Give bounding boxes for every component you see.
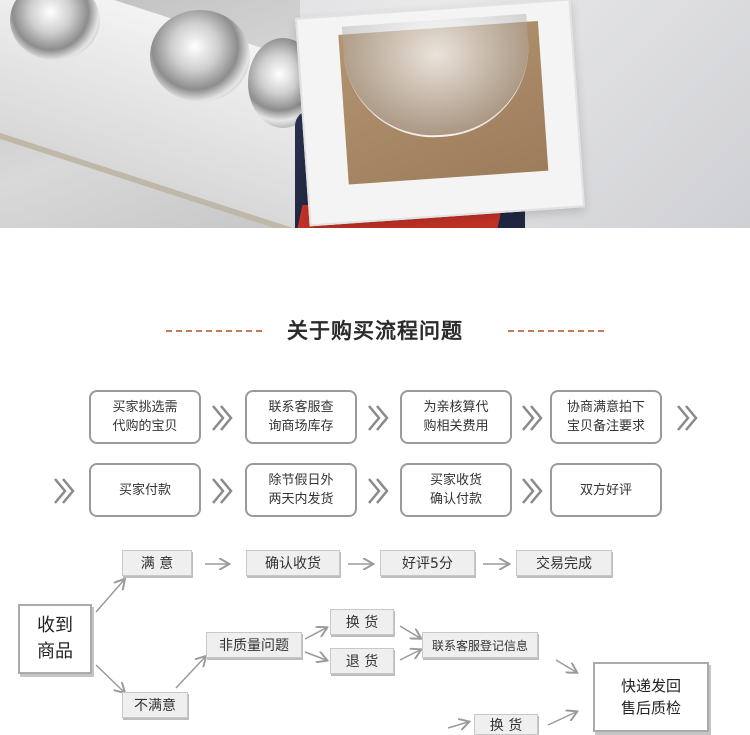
product-photo <box>0 0 750 228</box>
non-quality-issue-node: 非质量问题 <box>206 632 302 658</box>
trade-complete-node: 交易完成 <box>516 550 612 576</box>
confirm-receipt-node: 确认收货 <box>246 550 340 576</box>
exchange-node-2: 换 货 <box>474 714 538 735</box>
return-quality-check-box: 快递发回 售后质检 <box>593 662 709 732</box>
chevron-right-icon <box>675 403 699 433</box>
step-6: 除节假日外 两天内发货 <box>245 463 357 517</box>
chevron-right-icon <box>210 403 234 433</box>
five-star-review-node: 好评5分 <box>380 550 475 576</box>
chevron-right-icon <box>366 403 390 433</box>
contact-service-node: 联系客服登记信息 <box>422 632 538 658</box>
jar-lid-2 <box>150 10 250 102</box>
title-dash-right <box>508 330 604 332</box>
step-4: 协商满意拍下 宝贝备注要求 <box>550 390 662 444</box>
section-header: 关于购买流程问题 <box>0 315 750 345</box>
step-5: 买家付款 <box>89 463 201 517</box>
unsatisfied-node: 不满意 <box>122 692 188 718</box>
chevron-right-icon <box>520 476 544 506</box>
open-box <box>295 0 585 227</box>
step-2: 联系客服查 询商场库存 <box>245 390 357 444</box>
satisfied-node: 满 意 <box>122 550 192 576</box>
chevron-right-icon <box>52 476 76 506</box>
exchange-node: 换 货 <box>330 609 394 635</box>
chevron-right-icon <box>520 403 544 433</box>
step-1: 买家挑选需 代购的宝贝 <box>89 390 201 444</box>
title-dash-left <box>166 330 262 332</box>
step-3: 为亲核算代 购相关费用 <box>400 390 512 444</box>
step-7: 买家收货 确认付款 <box>400 463 512 517</box>
received-goods-box: 收到 商品 <box>18 604 92 674</box>
step-8: 双方好评 <box>550 463 662 517</box>
chevron-right-icon <box>366 476 390 506</box>
refund-node: 退 货 <box>330 648 394 674</box>
section-title: 关于购买流程问题 <box>287 319 463 343</box>
chevron-right-icon <box>210 476 234 506</box>
